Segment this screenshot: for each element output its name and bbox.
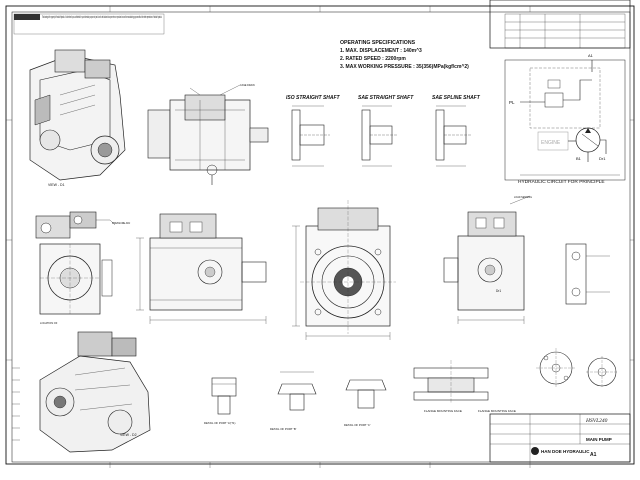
title-block: HSVL240 MAIN PUMP HAN DOE HYDRAULIC A1 <box>489 0 631 463</box>
detail-port-a: DETAIL OF PORT 'A'(T1) <box>204 377 237 425</box>
specs-heading: OPERATING SPECIFICATIONS <box>340 40 416 46</box>
spec-item-1: 1. MAX. DISPLACEMENT : 140m^3 <box>340 48 422 54</box>
sheet-inner-border <box>11 11 631 463</box>
detail-flange: FLANGE MOUNTING FACE FLANGE MOUNTING FAC… <box>413 360 516 413</box>
hydraulic-circuit: A1 PL ENGINE B1 Dr1 HYDRAULIC CIRCUIT FO… <box>504 53 626 185</box>
spec-item-2: 2. RATED SPEED : 2200rpm <box>340 56 406 62</box>
hole-pattern <box>536 348 618 388</box>
svg-text:PRESSURE ADJ: PRESSURE ADJ <box>112 222 131 225</box>
flange-note-2: FLANGE MOUNTING FACE <box>478 409 516 413</box>
note-box: This drawing is the property of Handok H… <box>13 13 165 35</box>
spec-item-3: 3. MAX WORKING PRESSURE : 35(356)MPa(kgf… <box>340 64 469 70</box>
shaft-title-sae-spline: SAE SPLINE SHAFT <box>432 95 481 101</box>
port-b1: B1 <box>576 156 582 161</box>
engine-label: ENGINE <box>541 140 561 146</box>
detail-label-b: DETAIL OF PORT 'B' <box>270 427 297 431</box>
shaft-iso: ISO STRAIGHT SHAFT <box>286 95 341 167</box>
operating-specs: OPERATING SPECIFICATIONS 1. MAX. DISPLAC… <box>340 40 469 70</box>
svg-text:LOAD SENSING: LOAD SENSING <box>514 196 532 199</box>
flange-note-1: FLANGE MOUNTING FACE <box>424 409 462 413</box>
model-number: HSVL240 <box>585 417 608 424</box>
side-view-pump-right: Dr1 LOAD SENSING <box>443 195 532 324</box>
front-view-flange <box>292 200 396 340</box>
circuit-title: HYDRAULIC CIRCUIT FOR PRINCIPLE <box>518 179 605 185</box>
svg-text:Dr1: Dr1 <box>496 289 501 293</box>
iso-view-pump-middle-left: PRESSURE ADJ <box>35 211 131 239</box>
note-text: This drawing is the property of Handok H… <box>42 15 162 19</box>
detail-label-a: DETAIL OF PORT 'A'(T1) <box>204 421 235 425</box>
port-pl: PL <box>509 100 515 105</box>
revision-table <box>504 13 626 49</box>
part-name: MAIN PUMP <box>586 437 612 442</box>
iso-view-label: VIEW - D1 <box>48 183 65 187</box>
sheet-size: A1 <box>590 452 597 458</box>
border-ticks <box>6 6 634 468</box>
shaft-sae-straight: SAE STRAIGHT SHAFT <box>358 95 414 167</box>
port-dr1: Dr1 <box>599 156 606 161</box>
shaft-title-iso: ISO STRAIGHT SHAFT <box>286 95 341 101</box>
company-name: HAN DOE HYDRAULIC <box>541 449 590 454</box>
detail-label-c: DETAIL OF PORT 'C' <box>344 423 371 427</box>
shaft-sae-spline: SAE SPLINE SHAFT <box>432 95 481 167</box>
left-scale <box>12 367 20 441</box>
front-view-pump-left: LOCATION OF <box>39 243 113 325</box>
port-a1: A1 <box>588 53 594 58</box>
iso-view-pump-top: VIEW - D1 <box>29 49 126 187</box>
iso-view-label-bottom: VIEW - D2 <box>120 433 137 437</box>
detail-port-c: DETAIL OF PORT 'C' <box>344 379 387 427</box>
side-view-pump-top: CASE DRAIN <box>147 84 269 185</box>
iso-view-pump-bottom: VIEW - D2 <box>39 331 151 453</box>
svg-text:CASE DRAIN: CASE DRAIN <box>240 84 255 87</box>
svg-text:LOCATION OF: LOCATION OF <box>40 321 58 325</box>
side-view-pump-middle <box>136 213 267 324</box>
port-detail-right <box>565 243 610 305</box>
shaft-title-sae-straight: SAE STRAIGHT SHAFT <box>358 95 414 101</box>
detail-port-b: DETAIL OF PORT 'B' <box>270 371 317 431</box>
